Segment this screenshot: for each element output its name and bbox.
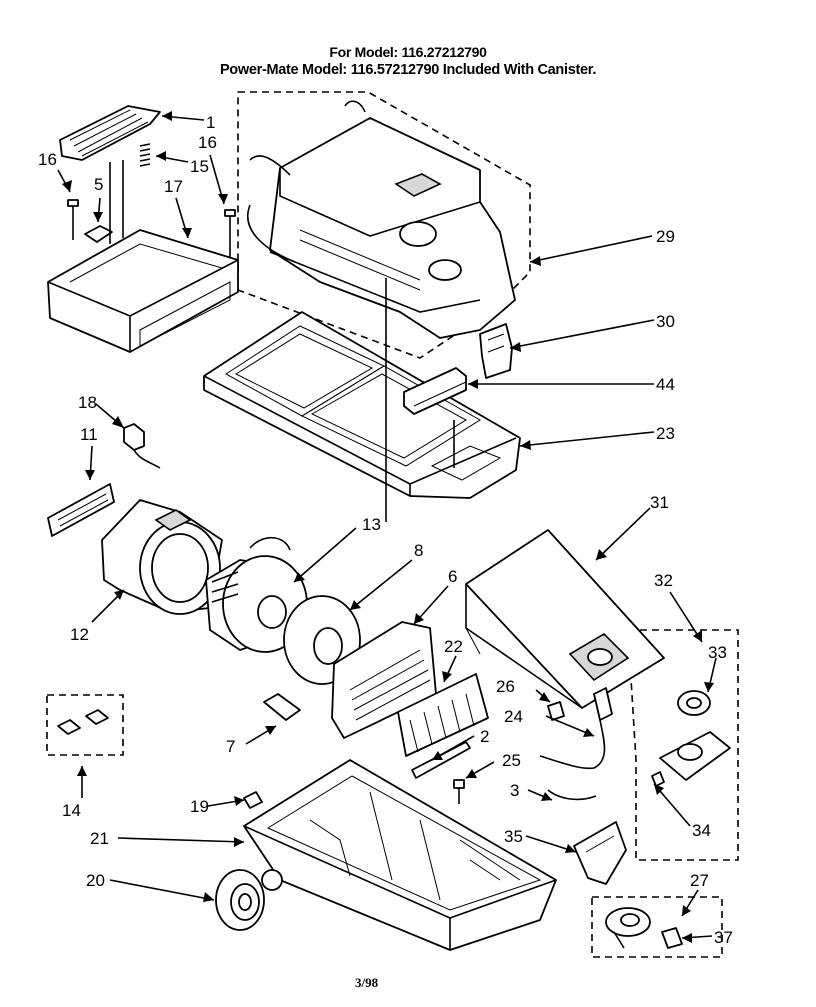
callout-22: 22 (444, 637, 463, 656)
callout-29: 29 (656, 227, 675, 246)
motor-filter-part (47, 483, 115, 537)
frame-tray-part (203, 311, 521, 499)
powermate-model-title: Power-Mate Model: 116.57212790 Included … (219, 62, 597, 78)
cord-bracket-part (573, 821, 627, 885)
clip-part (263, 693, 301, 721)
kit-27-group-outline (591, 896, 723, 958)
motor-housing-part (101, 499, 223, 615)
latch-catch-part (243, 791, 263, 809)
seal-ring-part (677, 690, 711, 716)
callout-1: 1 (206, 113, 215, 132)
callout-7: 7 (226, 737, 235, 756)
callout-2: 2 (480, 727, 489, 746)
canister-base-part (243, 759, 557, 951)
switch-button-part (84, 225, 113, 243)
motor-part (205, 536, 308, 653)
handle-housing-part (47, 160, 239, 353)
model-title: For Model: 116.27212790 (329, 44, 487, 60)
callout-8: 8 (414, 541, 423, 560)
dust-bag-part (465, 529, 665, 709)
hood-assembly-group-outline (237, 91, 531, 359)
callout-15: 15 (190, 157, 209, 176)
callout-33: 33 (708, 643, 727, 662)
fuse-part (547, 701, 565, 721)
callout-13: 13 (362, 515, 381, 534)
spring-clip-part (651, 771, 665, 787)
motor-grille-part (331, 621, 437, 739)
callout-12: 12 (70, 625, 89, 644)
callout-11: 11 (80, 425, 98, 444)
callout-31: 31 (650, 493, 669, 512)
callout-35: 35 (504, 827, 523, 846)
callout-16-left: 16 (38, 150, 57, 169)
spring-part (139, 143, 151, 167)
power-mate-switch-part (605, 907, 651, 949)
callout-37: 37 (714, 928, 733, 947)
latch-part (479, 323, 513, 379)
callout-19: 19 (190, 797, 209, 816)
wire-part (547, 789, 597, 801)
callout-23: 23 (656, 424, 675, 443)
power-switch-part (123, 423, 161, 469)
screw-part-left (67, 199, 79, 240)
callout-14: 14 (62, 801, 81, 820)
callout-labels: 1 16 15 16 5 17 29 30 44 23 18 11 13 8 6… (38, 113, 733, 947)
callout-32: 32 (654, 571, 673, 590)
callout-21: 21 (90, 829, 109, 848)
callout-20: 20 (86, 871, 105, 890)
rear-wheel-part (215, 869, 265, 931)
callout-34: 34 (692, 821, 711, 840)
bag-holder-part (659, 731, 731, 781)
callout-6: 6 (448, 567, 457, 586)
callout-16-right: 16 (198, 133, 217, 152)
callout-18: 18 (78, 393, 97, 412)
exhaust-filter-part (397, 673, 489, 757)
callout-25: 25 (502, 751, 521, 770)
callout-24: 24 (504, 707, 523, 726)
screw-part-lower (453, 779, 465, 804)
handle-grip-part (59, 105, 161, 161)
callout-30: 30 (656, 312, 675, 331)
kit-14-group-outline (46, 694, 124, 756)
bracket-part (403, 367, 467, 415)
callout-3: 3 (510, 781, 519, 800)
cord-plug-part (539, 687, 613, 770)
callout-5: 5 (94, 175, 103, 194)
callout-17: 17 (164, 177, 183, 196)
hood-cover-part (247, 100, 516, 339)
callout-44: 44 (656, 375, 675, 394)
callout-27: 27 (690, 871, 709, 890)
callout-26: 26 (496, 677, 515, 696)
revision-date: 3/98 (355, 975, 379, 990)
leader-arrowheads (62, 111, 714, 943)
kit-14-parts (57, 709, 109, 735)
bushing-part (661, 927, 683, 949)
kit-32-group-outline (627, 629, 739, 861)
